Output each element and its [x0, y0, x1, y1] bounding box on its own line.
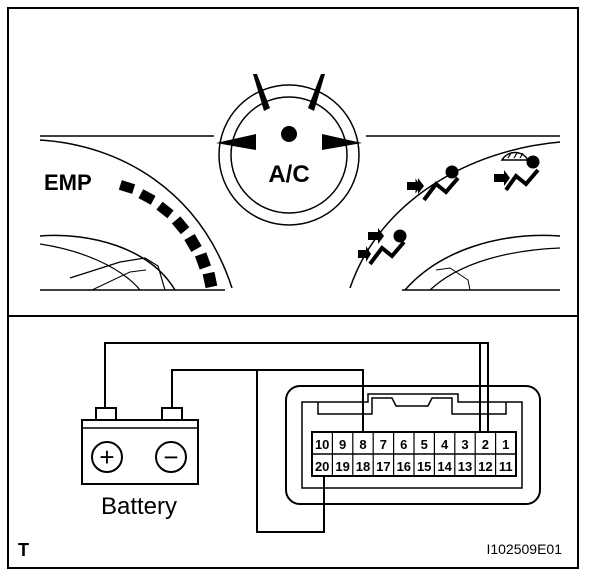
battery-body — [81, 419, 199, 485]
connector-pin-15: 15 — [417, 459, 431, 474]
connector-inner-housing — [301, 393, 523, 489]
connector-pin-6: 6 — [400, 437, 407, 452]
connector-pin-18: 18 — [356, 459, 370, 474]
connector-pin-16: 16 — [397, 459, 411, 474]
ac-ray-top-right — [308, 74, 325, 111]
connector-pin-14: 14 — [437, 459, 452, 474]
battery-positive-terminal — [95, 407, 117, 421]
battery-label: Battery — [101, 493, 177, 520]
battery-plus-symbol: + — [99, 442, 114, 472]
defrost-mode-icon — [494, 151, 540, 192]
battery-plus-circle — [91, 441, 123, 473]
control-panel-illustration: EMP A/C — [39, 74, 561, 291]
connector-pin-10: 10 — [315, 437, 329, 452]
connector-pin-13: 13 — [458, 459, 472, 474]
connector-pin-8: 8 — [359, 437, 366, 452]
connector-pin-2: 2 — [482, 437, 489, 452]
connector-pin-12: 12 — [478, 459, 492, 474]
connector-pin-19: 19 — [335, 459, 349, 474]
battery: + − Battery — [81, 407, 199, 520]
outer-frame — [7, 7, 579, 569]
battery-minus-symbol: − — [163, 442, 178, 472]
ac-ray-right — [322, 134, 362, 150]
ac-indicator-dot — [281, 126, 297, 142]
temp-label: EMP — [44, 170, 92, 195]
connector-pin-17: 17 — [376, 459, 390, 474]
battery-minus-circle — [155, 441, 187, 473]
connector-outer-housing — [285, 385, 541, 505]
face-vent-mode-icon — [407, 165, 460, 202]
connector-pin-dividers — [331, 432, 497, 476]
connector-pin-7: 7 — [380, 437, 387, 452]
connector-pin-11: 11 — [499, 459, 513, 474]
mode-knob — [402, 234, 561, 291]
corner-mark: T — [18, 540, 29, 560]
left-panel-curve — [39, 139, 233, 289]
connector-pin-4: 4 — [441, 437, 449, 452]
connector-lock-tab — [317, 397, 507, 415]
temperature-scale-marks — [118, 180, 218, 289]
connector-pin-3: 3 — [461, 437, 468, 452]
ac-label: A/C — [268, 161, 309, 188]
temperature-knob — [39, 234, 225, 291]
connector-pin-9: 9 — [339, 437, 346, 452]
battery-negative-terminal — [161, 407, 183, 421]
foot-vent-mode-icon — [358, 228, 407, 266]
connector-pin-5: 5 — [421, 437, 428, 452]
battery-positive-wire — [104, 342, 489, 436]
ac-ray-left — [216, 134, 256, 150]
ac-button: A/C — [216, 74, 362, 226]
figure-id: I102509E01 — [486, 541, 562, 557]
connector-bottom-row: 20 19 18 17 16 15 14 13 12 11 — [315, 459, 513, 474]
connector-pin-20: 20 — [315, 459, 329, 474]
battery-negative-wire — [171, 369, 364, 533]
ac-ray-top-left — [253, 74, 270, 111]
connector-pin-1: 1 — [502, 437, 509, 452]
